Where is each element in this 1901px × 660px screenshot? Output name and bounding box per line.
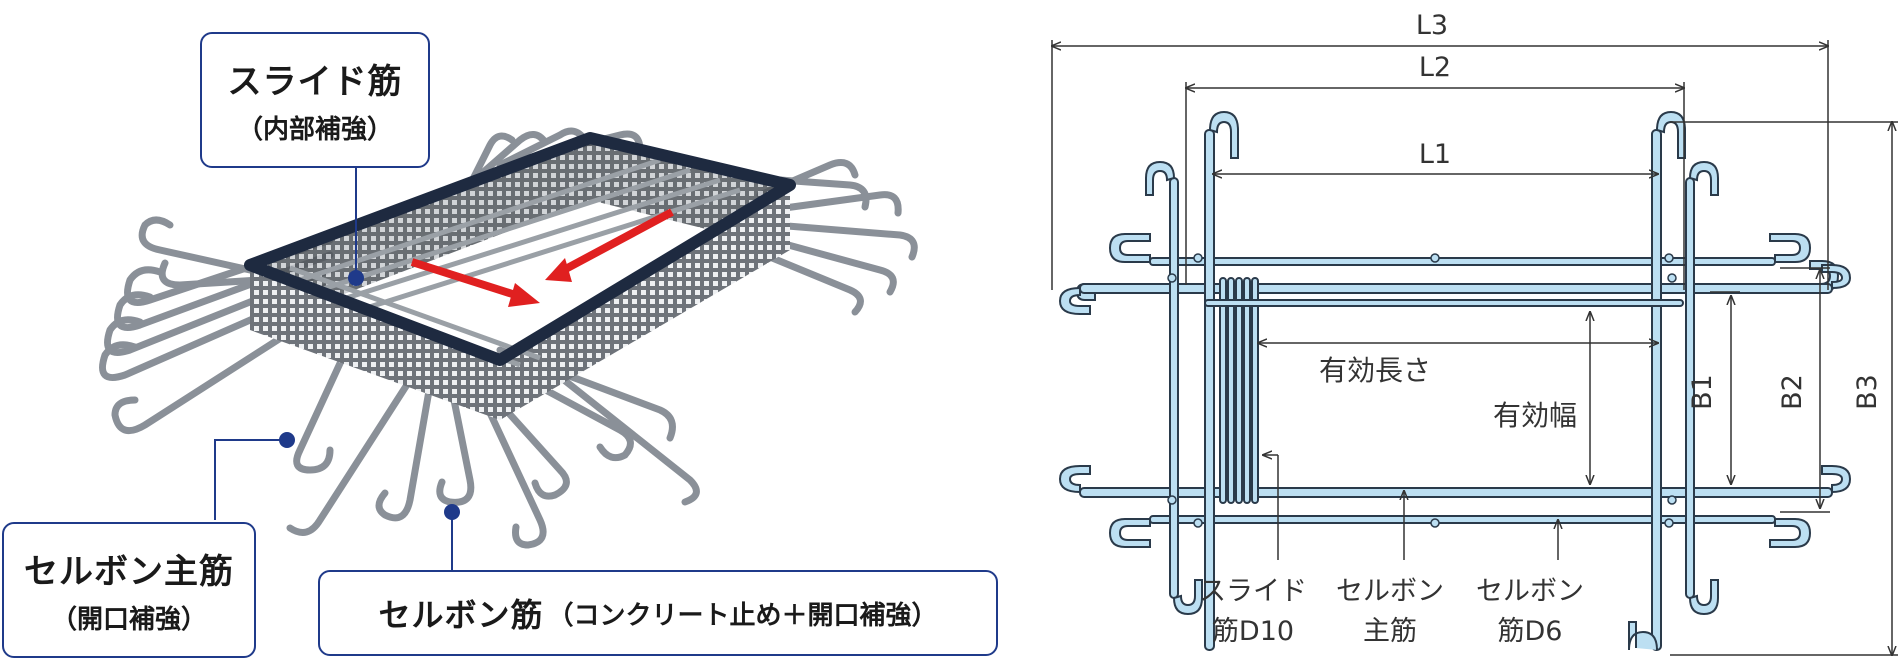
vertical-rebars: [1145, 110, 1719, 651]
dimension-lines: [1052, 40, 1898, 655]
callout-cellbon-main-bar: セルボン主筋 （開口補強）: [2, 522, 256, 658]
callout-cellbon-bar-title: セルボン筋: [378, 596, 544, 634]
slide-direction-arrows: [410, 208, 674, 307]
label-cellbon-d6-line2: 筋D6: [1498, 616, 1563, 647]
rebar-v-right-main: [1651, 129, 1662, 651]
dim-b3: B3: [1852, 374, 1883, 410]
rebar-h-top-inner: [1149, 257, 1776, 266]
rebar-v-left-outer: [1169, 177, 1179, 599]
dim-l2: L2: [1419, 52, 1451, 83]
rebar-v-right-outer-hook-bot: [1688, 579, 1719, 616]
rebar-v-right-outer-hook-top: [1688, 160, 1719, 196]
dim-l1: L1: [1419, 139, 1451, 170]
dim-b1: B1: [1687, 374, 1718, 410]
front-hook-bars: [286, 341, 700, 549]
top-frame: [244, 132, 796, 366]
label-effective-length: 有効長さ: [1319, 354, 1431, 387]
rebar-h-main-top-hook-l: [1058, 286, 1091, 315]
rebar-v-left-outer-hook-top: [1145, 160, 1176, 196]
rebar-v-left-main: [1204, 129, 1215, 651]
rebar-cage-illustration: [99, 127, 918, 570]
plan-drawing-panel: L3 L2 L1 B1 B2 B3 有効長さ 有効幅 スライド 筋D10 セルボ…: [1010, 0, 1901, 660]
rebar-h-top-outer: [1075, 260, 1840, 301]
slide-bars: [1204, 277, 1684, 504]
callout-cellbon-main-bar-subtitle: （開口補強）: [50, 605, 207, 635]
rebar-v-bottom-hook-right: [1628, 621, 1658, 651]
d6-bar-dots: [1167, 253, 1677, 528]
illustration-panel: スライド筋 （内部補強） セルボン主筋 （開口補強） セルボン筋 （コンクリート…: [2, 32, 998, 658]
front-right-wall: [500, 185, 790, 420]
main-bar-dot: [279, 432, 295, 448]
callout-cellbon-main-bar-title: セルボン主筋: [24, 552, 234, 592]
rebar-h-top-hook-left: [1108, 233, 1151, 263]
rebar-v-left-outer-hook-bot: [1172, 579, 1203, 616]
label-cellbon-main-line1: セルボン: [1336, 576, 1444, 607]
right-hook-bars: [756, 159, 918, 316]
rebar-h-main-bottom-hook-l: [1058, 465, 1091, 494]
callout-cellbon-bar: セルボン筋 （コンクリート止め＋開口補強）: [318, 570, 998, 656]
callout-slide-bar-title: スライド筋: [227, 62, 403, 102]
plan-drawing: L3 L2 L1 B1 B2 B3 有効長さ 有効幅 スライド 筋D10 セルボ…: [1010, 10, 1898, 660]
rebar-v-left-main-hook-top: [1208, 110, 1239, 159]
label-cellbon-main-line2: 主筋: [1363, 616, 1417, 647]
rebar-h-bottom-hook-left: [1108, 518, 1151, 548]
label-effective-width: 有効幅: [1493, 399, 1577, 432]
rebar-h-bottom-hook-right: [1769, 518, 1812, 548]
label-cellbon-d6-line1: セルボン: [1476, 576, 1584, 607]
slide-bar-dot: [348, 270, 364, 286]
callout-slide-bar: スライド筋 （内部補強）: [200, 32, 430, 168]
rebar-v-right-main-hook-top: [1655, 110, 1686, 159]
label-slide-bar-line2: 筋D10: [1212, 616, 1294, 647]
cellbon-bar-dot: [444, 504, 460, 520]
front-left-wall: [250, 265, 500, 420]
rebar-h-main-bottom: [1079, 487, 1833, 498]
label-slide-bar-line1: スライド: [1199, 576, 1307, 607]
rebar-h-bottom-inner: [1149, 515, 1776, 524]
callout-cellbon-bar-subtitle: （コンクリート止め＋開口補強）: [547, 600, 938, 631]
leader-lines: [214, 168, 453, 570]
callout-slide-bar-subtitle: （内部補強）: [236, 115, 393, 145]
dim-l3: L3: [1416, 10, 1448, 41]
rebar-h-top-hook-right: [1769, 233, 1812, 263]
horizontal-rebars: [1058, 233, 1852, 548]
left-hook-bars: [99, 216, 364, 474]
dim-b2: B2: [1777, 374, 1808, 410]
